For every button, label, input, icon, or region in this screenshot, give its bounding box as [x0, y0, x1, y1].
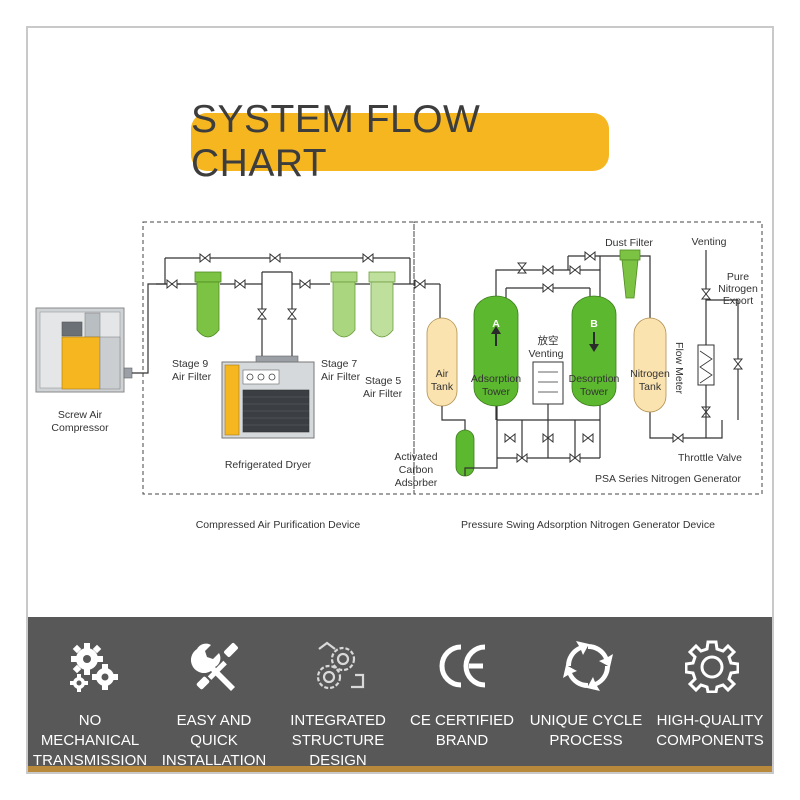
valve-dryer-in [257, 308, 267, 320]
feature-line: CE CERTIFIED [410, 712, 514, 729]
valve-bypass-1 [199, 253, 211, 263]
feature-text: UNIQUE CYCLE PROCESS [524, 711, 648, 751]
screw-air-compressor [35, 307, 133, 393]
valve-stage9-out [234, 279, 246, 289]
venting-top-label: Venting [691, 236, 726, 248]
feature-text: EASY AND QUICK INSTALLATION [152, 711, 276, 771]
stage5-air-filter [368, 271, 396, 338]
valve-psa-top-1 [517, 262, 527, 274]
adsorption-tower-a [473, 295, 519, 407]
valve-dryer-out [287, 308, 297, 320]
feature-line: TRANSMISSION [32, 752, 148, 769]
stage7-air-filter [330, 271, 358, 338]
feature-text: INTEGRATED STRUCTURE DESIGN [276, 711, 400, 771]
carbon-label-line3: Adsorber [395, 477, 438, 489]
purification-device-caption: Compressed Air Purification Device [196, 519, 361, 531]
venting-cn-label: 放空 [538, 334, 559, 347]
valve-psa-equalize [542, 283, 554, 293]
dust-filter [619, 249, 641, 299]
gears-icon [70, 643, 118, 692]
feature-line: HIGH-QUALITY [656, 712, 764, 729]
feature-line: NO MECHANICAL [40, 712, 140, 749]
valve-bypass-2 [269, 253, 281, 263]
flow-meter [697, 344, 715, 420]
feature-line: BRAND [435, 732, 489, 749]
compressor-label-line2: Compressor [51, 422, 109, 434]
purification-section-box [142, 221, 415, 495]
venting-mid-label: Venting [528, 348, 563, 360]
venting-silencer [532, 361, 564, 420]
nitrogen-tank-label-line1: Nitrogen [630, 368, 670, 380]
cycle-arrows-icon [563, 641, 613, 691]
integrated-gears-icon [316, 641, 365, 690]
flow-meter-label: Flow Meter [673, 342, 685, 394]
pure-nitrogen-label-line1: Pure [727, 271, 749, 283]
valve-to-tank [414, 279, 426, 289]
tower-a-letter: A [492, 318, 500, 330]
pure-nitrogen-label-line3: Export [723, 295, 753, 307]
wrench-screwdriver-icon [190, 643, 238, 691]
feature-line: INSTALLATION [161, 752, 267, 769]
carbon-label-line1: Activated [394, 451, 437, 463]
valve-bypass-3 [362, 253, 374, 263]
desorption-tower-label-line2: Tower [580, 386, 609, 398]
valve-nitrogen-export [733, 358, 743, 370]
valve-stage7-in [299, 279, 311, 289]
stage7-label-line2: Air Filter [321, 371, 361, 383]
valve-psa-bottom-3 [582, 433, 594, 443]
gear-outline-icon [685, 640, 739, 693]
psa-generator-label: PSA Series Nitrogen Generator [595, 473, 741, 485]
refrigerated-dryer [221, 355, 315, 439]
feature-line: PROCESS [549, 732, 623, 749]
desorption-tower-label-line1: Desorption [569, 373, 620, 385]
feature-line: EASY AND QUICK [176, 712, 252, 749]
stage7-label-line1: Stage 7 [321, 358, 357, 370]
valve-inlet [166, 279, 178, 289]
feature-text: NO MECHANICAL TRANSMISSION FAILURE [28, 711, 152, 791]
desorption-tower-b [571, 295, 617, 407]
feature-text: HIGH-QUALITY COMPONENTS [648, 711, 772, 751]
feature-line: FAILURE [58, 772, 122, 789]
valve-throttle [672, 433, 684, 443]
feature-line: UNIQUE CYCLE [529, 712, 643, 729]
nitrogen-tank-label-line2: Tank [639, 381, 662, 393]
feature-line: DESIGN [309, 752, 367, 769]
air-tank-label-line2: Tank [431, 381, 454, 393]
feature-line: STRUCTURE [291, 732, 385, 749]
features-bar: NO MECHANICAL TRANSMISSION FAILURE EASY … [28, 617, 772, 789]
stage5-label-line1: Stage 5 [365, 375, 401, 387]
dryer-label: Refrigerated Dryer [225, 459, 312, 471]
valve-dust-filter-in [584, 251, 596, 261]
adsorption-tower-label-line2: Tower [482, 386, 511, 398]
feature-line: COMPONENTS [656, 732, 764, 749]
valve-venting [701, 288, 711, 300]
compressor-label-line1: Screw Air [58, 409, 103, 421]
pure-nitrogen-label-line2: Nitrogen [718, 283, 758, 295]
valve-psa-top-2 [542, 265, 554, 275]
valve-psa-top-3 [569, 265, 581, 275]
adsorption-tower-label-line1: Adsorption [471, 373, 521, 385]
stage9-air-filter [194, 271, 222, 338]
carbon-label-line2: Carbon [399, 464, 434, 476]
feature-text: CE CERTIFIED BRAND [400, 711, 524, 751]
stage5-label-line2: Air Filter [363, 388, 403, 400]
footer-rule [28, 766, 772, 772]
throttle-valve-label: Throttle Valve [678, 452, 742, 464]
psa-section-box [413, 221, 763, 495]
stage9-label-line1: Stage 9 [172, 358, 208, 370]
psa-pipes [441, 250, 739, 476]
tower-b-letter: B [590, 318, 598, 330]
psa-device-caption: Pressure Swing Adsorption Nitrogen Gener… [461, 519, 715, 531]
nitrogen-tank [633, 317, 667, 413]
ce-mark-icon [439, 644, 486, 688]
air-tank-label-line1: Air [436, 368, 449, 380]
dust-filter-label: Dust Filter [605, 237, 653, 249]
valve-psa-bottom-1 [504, 433, 516, 443]
stage9-label-line2: Air Filter [172, 371, 212, 383]
feature-line: INTEGRATED [290, 712, 386, 729]
